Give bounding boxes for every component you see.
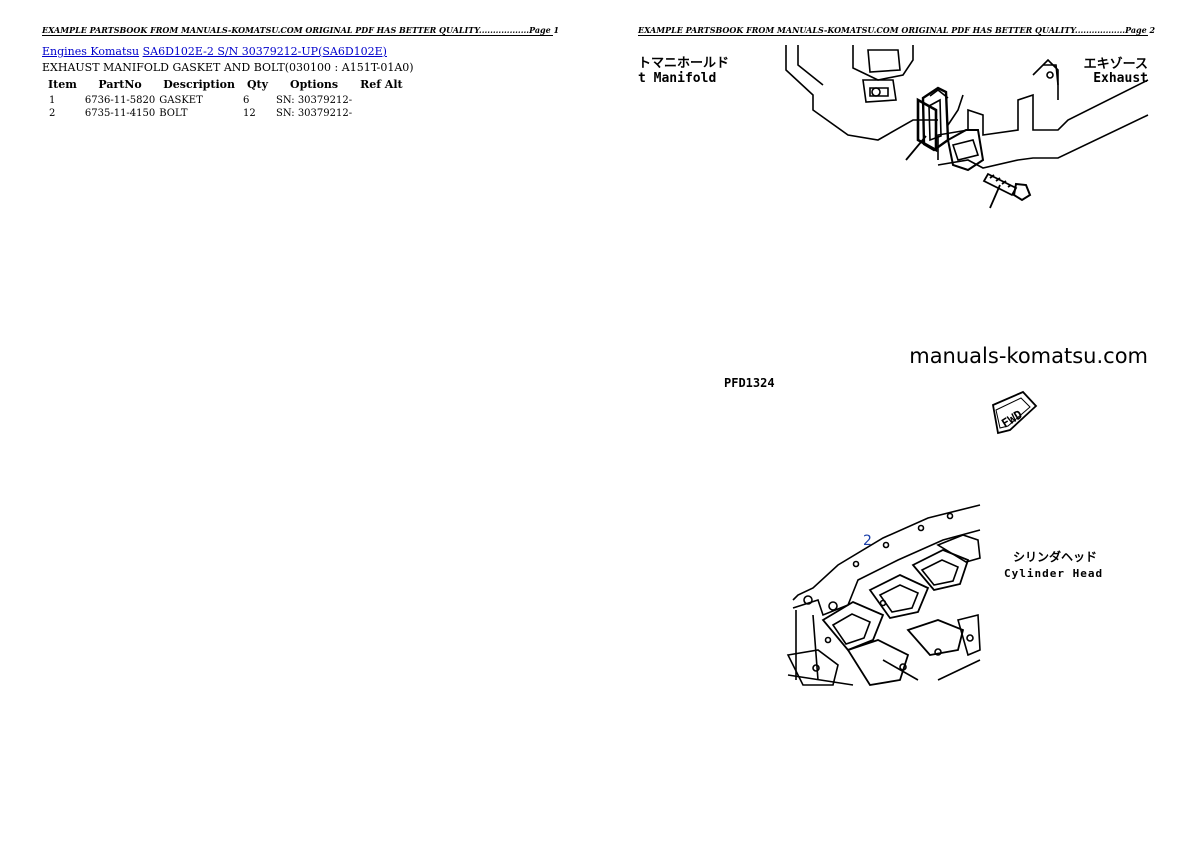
bolt-illustration [905, 135, 1032, 209]
cell-item: 2 [49, 108, 56, 119]
drawing-code: PFD1324 [724, 376, 775, 390]
parts-table: Item PartNo Description Qty Options Ref … [42, 77, 409, 120]
column-header-options: Options [290, 78, 339, 91]
table-header-row: Item PartNo Description Qty Options Ref … [42, 77, 409, 94]
cell-description: GASKET [159, 95, 203, 106]
callout-number: 2 [863, 533, 872, 549]
gasket-illustration [921, 86, 950, 152]
label-en-cylinder-head: Cylinder Head [1004, 567, 1103, 580]
fwd-arrow-icon: FWD [991, 390, 1038, 435]
cell-options: SN: 30379212- [276, 95, 353, 106]
breadcrumb-link-engines[interactable]: Engines Komatsu [42, 45, 140, 58]
cell-partno: 6736-11-5820 [84, 95, 156, 106]
breadcrumb-link-model[interactable]: SA6D102E-2 S/N 30379212-UP(SA6D102E) [142, 45, 387, 58]
column-header-partno: PartNo [98, 78, 142, 91]
cell-ref-alt [354, 107, 409, 120]
cylinder-head-illustration [786, 504, 981, 686]
cell-partno: 6735-11-4150 [84, 108, 156, 119]
exhaust-manifold-illustration [785, 45, 1149, 172]
table-row: 1 6736-11-5820 GASKET 6 SN: 30379212- [42, 94, 409, 107]
watermark: manuals-komatsu.com [909, 344, 1148, 368]
column-header-description: Description [163, 78, 235, 91]
column-header-item: Item [48, 78, 77, 91]
label-en-manifold: t Manifold [638, 71, 716, 86]
label-en-exhaust: Exhaust [1093, 71, 1148, 86]
cell-options: SN: 30379212- [276, 108, 353, 119]
page-1-header: EXAMPLE PARTSBOOK FROM MANUALS-KOMATSU.C… [42, 25, 560, 36]
cell-description: BOLT [159, 108, 188, 119]
cell-qty: 12 [242, 108, 256, 119]
page-2-header: EXAMPLE PARTSBOOK FROM MANUALS-KOMATSU.C… [638, 25, 1156, 36]
cell-qty: 6 [242, 95, 250, 106]
column-header-qty: Qty [246, 78, 269, 91]
breadcrumb: Engines Komatsu SA6D102E-2 S/N 30379212-… [42, 45, 387, 58]
label-jp-cylinder-head: シリンダヘッド [1013, 549, 1097, 564]
column-header-ref-alt: Ref Alt [360, 78, 403, 91]
cell-ref-alt [354, 94, 409, 107]
page-title: EXHAUST MANIFOLD GASKET AND BOLT(030100 … [42, 61, 414, 74]
label-jp-exhaust: エキゾース [1084, 56, 1148, 72]
label-jp-manifold: トマニホールド [638, 56, 729, 71]
exploded-parts-drawing: トマニホールド t Manifold エキゾース Exhaust manuals… [638, 45, 1149, 686]
cell-item: 1 [49, 95, 56, 106]
table-row: 2 6735-11-4150 BOLT 12 SN: 30379212- [42, 107, 409, 120]
